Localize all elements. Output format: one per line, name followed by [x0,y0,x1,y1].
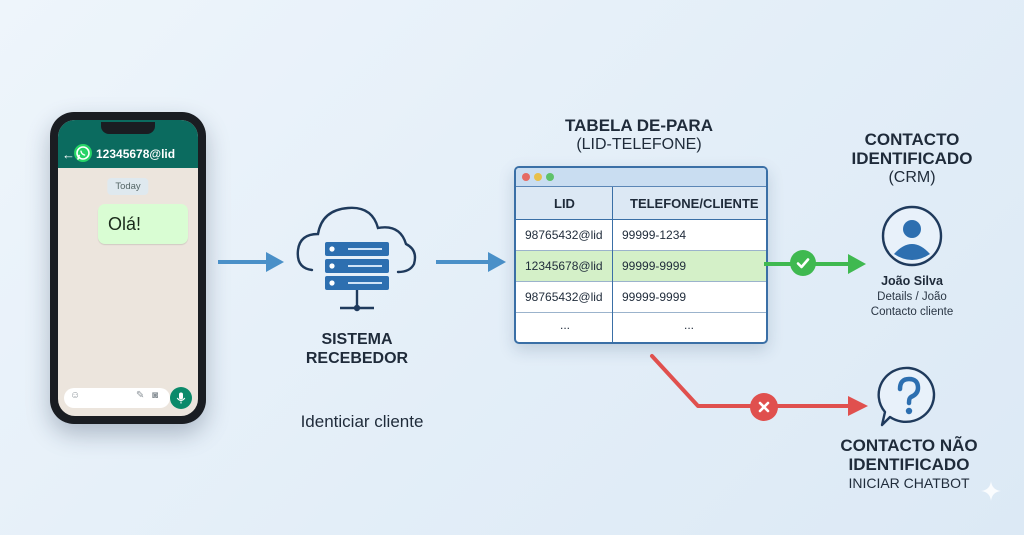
cell-telefone: 99999-1234 [622,228,687,242]
window-titlebar [516,168,766,187]
table-header: LID TELEFONE/CLIENTE [516,187,766,220]
not-identified-title-line1: CONTACTO NÃO [840,436,978,455]
contact-detail-line2: Contacto cliente [870,306,954,318]
not-identified-title-line3: INICIAR CHATBOT [848,475,970,491]
not-identified-title-line2: IDENTIFICADO [848,455,970,474]
not-identified-title: CONTACTO NÃO IDENTIFICADO INICIAR CHATBO… [832,436,986,493]
cloud-server-icon [292,198,422,318]
table-row: 98765432@lid 99999-1234 [516,220,766,251]
table-row: ... ... [516,313,766,342]
table-row: 98765432@lid 99999-9999 [516,282,766,313]
server-label: SISTEMA RECEBEDOR [292,330,422,368]
cell-telefone: 99999-9999 [622,259,687,273]
table-row-highlighted: 12345678@lid 99999-9999 [516,251,766,282]
cross-icon [750,393,778,421]
table-title-line1: TABELA DE-PARA [565,116,713,135]
back-arrow-icon[interactable]: ← [62,147,75,162]
phone-notch [101,122,155,134]
close-dot-icon [522,173,530,181]
server-caption: Identiciar cliente [300,412,424,431]
lookup-table: LID TELEFONE/CLIENTE 98765432@lid 99999-… [514,166,768,344]
header-telefone: TELEFONE/CLIENTE [630,196,759,211]
cell-telefone: ... [684,318,695,332]
user-avatar-icon [880,204,944,268]
header-lid: LID [554,196,575,211]
maximize-dot-icon [546,173,554,181]
contact-detail-line1: Details / João [877,291,947,303]
flow-arrow-2 [434,250,506,274]
phone: ← 12345678@lid Today Olá! ☺ ✎ ◙ [50,112,206,424]
message-text: Olá! [108,213,142,234]
question-bubble-icon [876,364,942,430]
table-title: TABELA DE-PARA (LID-TELEFONE) [514,116,764,154]
contact-number: 12345678@lid [96,147,176,161]
date-chip: Today [107,178,149,195]
no-match-arrow [646,352,868,418]
whatsapp-icon [74,144,92,162]
server-label-line1: SISTEMA [321,331,393,348]
contact-name: João Silva [881,274,943,288]
minimize-dot-icon [534,173,542,181]
flow-arrow-1 [216,250,284,274]
cell-telefone: 99999-9999 [622,290,687,304]
identified-title-line1: CONTACTO [864,130,960,149]
identified-title-line3: (CRM) [888,169,936,186]
identified-title-line2: IDENTIFICADO [851,149,973,168]
phone-screen: ← 12345678@lid Today Olá! ☺ ✎ ◙ [58,120,198,416]
cell-lid: ... [560,318,571,332]
checkmark-icon [790,250,816,276]
attach-icon[interactable]: ✎ [136,390,145,401]
table-title-line2: (LID-TELEFONE) [576,136,702,153]
emoji-icon[interactable]: ☺ [70,390,81,401]
message-bubble: Olá! [98,204,188,244]
cell-lid: 98765432@lid [525,290,603,304]
cell-lid: 12345678@lid [525,259,603,273]
contact-details: Details / João Contacto cliente [848,290,976,320]
server-label-line2: RECEBEDOR [305,350,409,367]
cell-lid: 98765432@lid [525,228,603,242]
mic-icon[interactable] [170,387,192,409]
camera-icon[interactable]: ◙ [152,390,159,401]
compose-input[interactable]: ☺ ✎ ◙ [64,388,170,408]
sparkle-icon [980,480,1002,502]
identified-title: CONTACTO IDENTIFICADO (CRM) [848,130,976,187]
column-divider [612,187,613,342]
